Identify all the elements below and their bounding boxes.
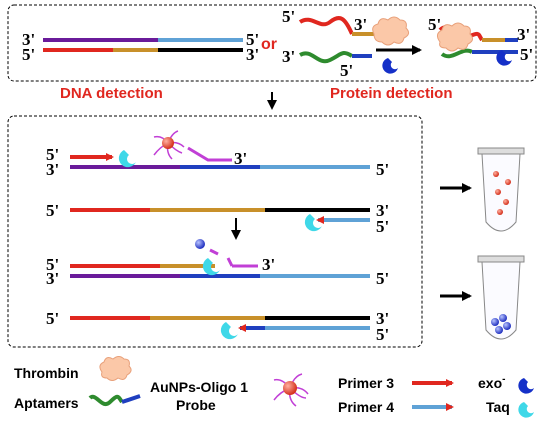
end-label: 5' bbox=[376, 325, 389, 344]
duplex-row-1: 5' 3' 5' 3' bbox=[46, 130, 389, 179]
end-label: 5' bbox=[428, 15, 441, 34]
tube-aggregated-icon bbox=[477, 255, 525, 340]
end-label: 5' bbox=[246, 30, 259, 49]
protein-complex: 5' 3' 5' bbox=[428, 15, 533, 66]
end-label: 5' bbox=[376, 217, 389, 236]
end-label: 5' bbox=[46, 309, 59, 328]
or-label: or bbox=[261, 36, 277, 53]
end-label: 3' bbox=[517, 25, 530, 44]
end-label: 5' bbox=[340, 61, 353, 80]
taq-icon bbox=[304, 214, 322, 232]
end-label: 3' bbox=[282, 47, 295, 66]
end-label: 3' bbox=[46, 269, 59, 288]
taq-icon bbox=[202, 258, 220, 276]
duplex-row-3: 5' 3' 5' 3' bbox=[46, 239, 389, 288]
end-label: 5' bbox=[46, 145, 59, 164]
dna-target-duplex: 3' 5' 5' 3' bbox=[22, 30, 259, 64]
end-label: 3' bbox=[262, 255, 275, 274]
legend-primer3: Primer 3 bbox=[338, 375, 394, 391]
protein-detection-title: Protein detection bbox=[330, 85, 453, 102]
top-dashed-box bbox=[7, 4, 537, 82]
end-label: 3' bbox=[46, 160, 59, 179]
duplex-row-4: 5' 3' 5' bbox=[46, 309, 389, 344]
end-label: 3' bbox=[22, 30, 35, 49]
end-label: 3' bbox=[354, 15, 367, 34]
aunp-probe-icon bbox=[273, 373, 309, 407]
legend-taq: Taq bbox=[486, 399, 510, 415]
legend-aunp-line1: AuNPs-Oligo 1 bbox=[150, 379, 248, 395]
tube-dispersed-icon bbox=[477, 147, 525, 232]
end-label: 3' bbox=[246, 45, 259, 64]
exo-icon bbox=[382, 58, 398, 74]
end-label: 5' bbox=[520, 45, 533, 64]
thrombin-icon bbox=[372, 16, 410, 46]
dna-detection-title: DNA detection bbox=[60, 85, 163, 102]
legend-thrombin: Thrombin bbox=[14, 365, 79, 381]
end-label: 3' bbox=[376, 201, 389, 220]
end-label: 3' bbox=[376, 309, 389, 328]
reaction-dashed-box bbox=[7, 115, 423, 348]
taq-icon bbox=[220, 322, 238, 340]
legend-aunp-line2: Probe bbox=[176, 397, 216, 413]
thrombin-icon bbox=[99, 356, 132, 381]
end-label: 3' bbox=[234, 149, 247, 168]
legend-exo: exo- bbox=[478, 374, 505, 391]
aptamer-strands: 5' 3' 3' 5' bbox=[282, 7, 374, 80]
end-label: 5' bbox=[46, 255, 59, 274]
end-label: 5' bbox=[46, 201, 59, 220]
end-label: 5' bbox=[376, 160, 389, 179]
end-label: 5' bbox=[376, 269, 389, 288]
exo-icon bbox=[518, 378, 534, 394]
taq-icon bbox=[118, 150, 136, 168]
duplex-row-2: 5' 3' 5' bbox=[46, 201, 389, 236]
aunp-probe-icon bbox=[153, 130, 185, 160]
aunp-icon bbox=[195, 239, 205, 249]
end-label: 5' bbox=[282, 7, 295, 26]
legend-aptamers: Aptamers bbox=[14, 395, 79, 411]
legend-primer4: Primer 4 bbox=[338, 399, 394, 415]
end-label: 5' bbox=[22, 45, 35, 64]
taq-icon bbox=[518, 402, 534, 418]
exo-icon bbox=[496, 50, 512, 66]
aptamer-icon bbox=[88, 394, 124, 406]
